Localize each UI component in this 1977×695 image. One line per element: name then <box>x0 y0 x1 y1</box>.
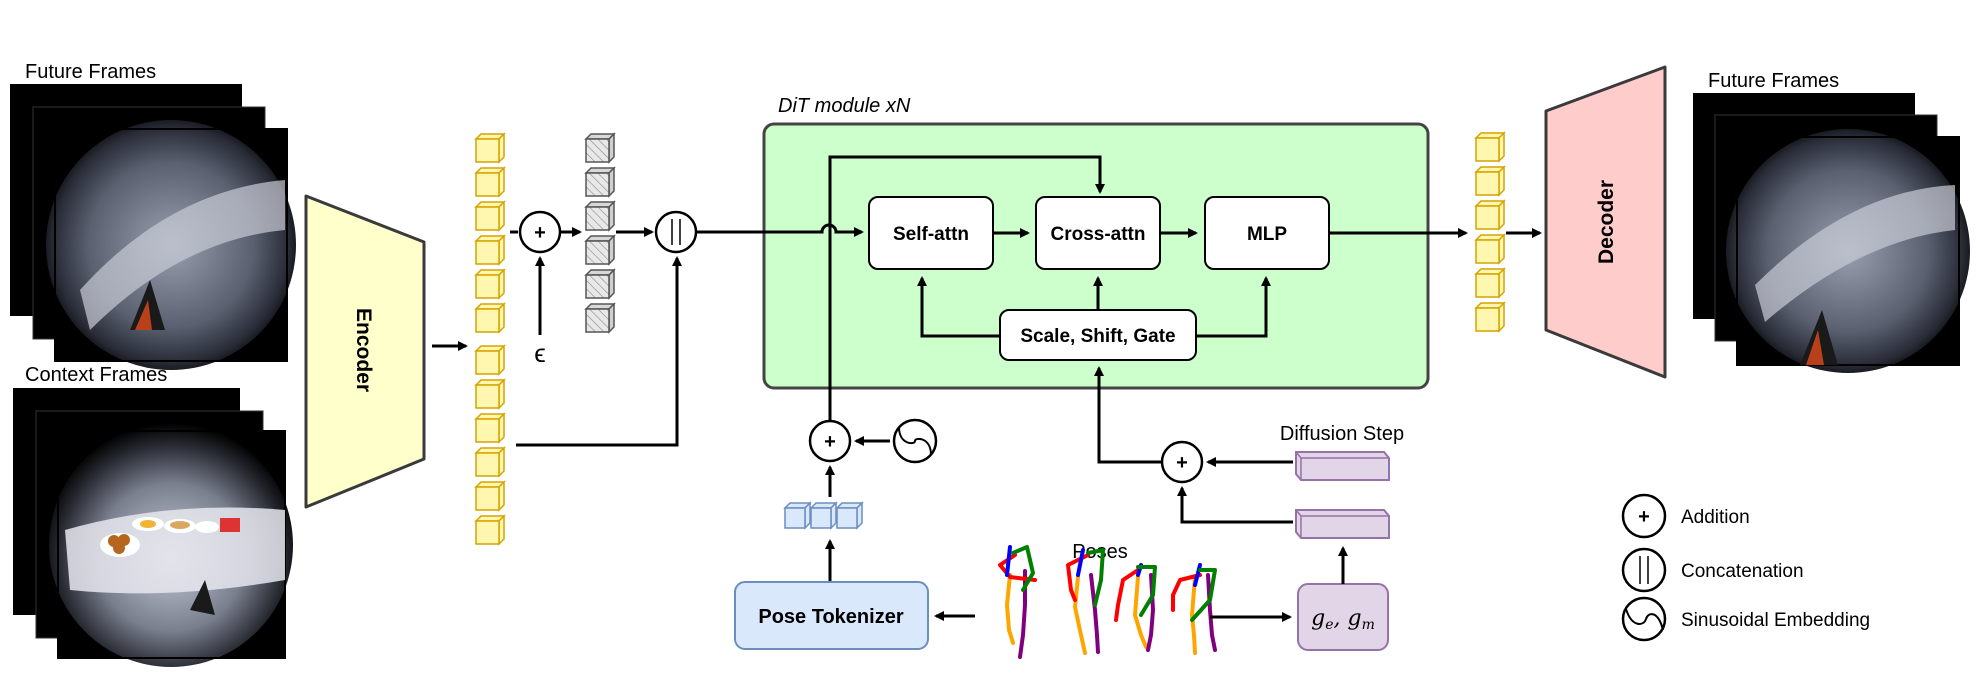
legend-item-sinusoidal: Sinusoidal Embedding <box>1621 596 1870 642</box>
latent-token <box>474 132 506 164</box>
latent-token <box>474 446 506 478</box>
cross-attn-block: Cross-attn <box>1035 196 1161 270</box>
output-latent-token <box>1474 199 1506 231</box>
latent-token <box>474 344 506 376</box>
frame-stack <box>10 84 296 370</box>
sinusoidal-embedding-node <box>892 418 938 464</box>
output-latent-token <box>1474 301 1506 333</box>
addition-node-pose: + <box>808 419 852 463</box>
noisy-latent-token <box>584 200 616 232</box>
latent-token <box>474 412 506 444</box>
latent-token <box>474 302 506 334</box>
scale-shift-gate-block: Scale, Shift, Gate <box>999 309 1197 361</box>
noisy-latent-token <box>584 132 616 164</box>
mlp-block: MLP <box>1204 196 1330 270</box>
legend-item-addition: + Addition <box>1621 493 1750 539</box>
noisy-latent-token <box>584 302 616 334</box>
legend-label: Sinusoidal Embedding <box>1681 610 1870 631</box>
epsilon-noise: ϵ <box>534 338 546 368</box>
noisy-latent-token <box>584 268 616 300</box>
decoder-block <box>1544 65 1667 379</box>
pose-skeletons <box>998 545 1217 659</box>
addition-icon <box>808 419 852 463</box>
future-frames-output: Future Frames <box>1693 70 1970 373</box>
addition-symbol: + <box>1638 506 1650 528</box>
addition-node-timestep: + <box>1160 440 1204 484</box>
encoder: Encoder <box>304 194 426 509</box>
pose-token <box>835 501 864 530</box>
pose-tokens <box>783 501 864 530</box>
latent-token <box>474 166 506 198</box>
noisy-latent-token <box>584 234 616 266</box>
concatenation-icon <box>654 210 698 254</box>
pose-tokenizer-block: Pose Tokenizer <box>734 581 929 650</box>
pose-token <box>809 501 838 530</box>
pose-token <box>783 501 812 530</box>
latent-token <box>474 480 506 512</box>
self-attn-block: Self-attn <box>868 196 994 270</box>
mlp-label: MLP <box>1247 224 1287 245</box>
legend-label: Concatenation <box>1681 561 1804 582</box>
legend: + Addition Concatenation Sinusoidal Embe… <box>1621 493 1870 642</box>
concatenation-node <box>654 210 698 254</box>
frame-stack <box>13 388 293 667</box>
diffusion-step-label: Diffusion Step <box>1280 423 1404 445</box>
addition-symbol: + <box>824 431 836 453</box>
output-latent-token <box>1474 233 1506 265</box>
output-latent-token <box>1474 267 1506 299</box>
future-frames-output-label: Future Frames <box>1708 70 1839 92</box>
pose-skeleton <box>1114 563 1157 652</box>
latent-token <box>474 200 506 232</box>
legend-label: Addition <box>1681 507 1750 528</box>
scale-shift-gate-label: Scale, Shift, Gate <box>1020 326 1175 347</box>
pose-skeleton <box>1066 548 1105 655</box>
dit-module-title: DiT module xN <box>778 95 911 117</box>
context-frames: Context Frames <box>13 364 293 667</box>
sinusoidal-embedding-icon <box>1621 596 1667 642</box>
context-frames-label: Context Frames <box>25 364 167 386</box>
input-latents <box>474 132 506 546</box>
output-latents <box>1474 131 1506 333</box>
self-attn-label: Self-attn <box>893 224 969 245</box>
encoder-label: Encoder <box>352 308 375 392</box>
addition-icon <box>1621 493 1667 539</box>
concatenation-icon <box>1621 547 1667 593</box>
latent-token <box>474 514 506 546</box>
latent-token <box>474 378 506 410</box>
pose-skeleton <box>1171 563 1217 655</box>
diffusion-step-embedding <box>1295 451 1390 481</box>
pose-skeleton <box>998 545 1037 659</box>
legend-item-concatenation: Concatenation <box>1621 547 1804 593</box>
addition-symbol: + <box>1176 452 1188 474</box>
future-frames-input: Future Frames <box>10 61 296 370</box>
addition-icon <box>518 210 562 254</box>
pose-condition-embedding <box>1295 509 1390 539</box>
noisy-latents <box>584 132 616 334</box>
decoder: Decoder <box>1544 65 1667 379</box>
decoder-label: Decoder <box>1595 180 1618 264</box>
addition-node-noise: + <box>518 210 562 254</box>
pose-tokenizer-label: Pose Tokenizer <box>758 606 903 628</box>
addition-symbol: + <box>534 222 546 244</box>
future-frames-input-label: Future Frames <box>25 61 156 83</box>
latent-token <box>474 268 506 300</box>
cross-attn-label: Cross-attn <box>1050 224 1145 245</box>
output-latent-token <box>1474 165 1506 197</box>
ge-gm-block: ge, gm <box>1297 583 1389 651</box>
output-latent-token <box>1474 131 1506 163</box>
encoder-block <box>304 194 426 509</box>
latent-token <box>474 234 506 266</box>
noisy-latent-token <box>584 166 616 198</box>
